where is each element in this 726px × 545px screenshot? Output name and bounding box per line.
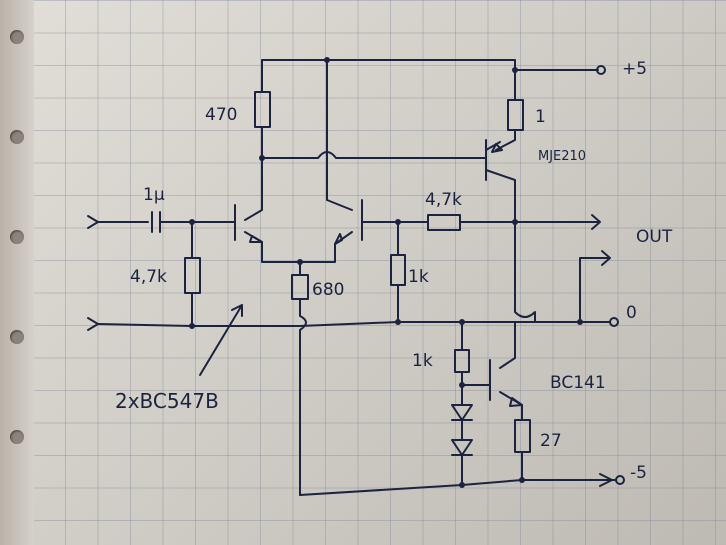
binding-hole [10, 330, 24, 344]
spiral-binding [0, 0, 34, 545]
label-pair: 2xBC547B [115, 389, 219, 413]
label-r47k-in: 4,7k [130, 267, 167, 287]
transistor-bc141 [489, 321, 523, 421]
label-out: OUT [636, 227, 673, 247]
label-q-mje: MJE210 [538, 149, 586, 164]
wire-top-rail [261, 57, 599, 201]
label-vplus: +5 [622, 59, 647, 79]
resistor-1k-bias [454, 349, 470, 373]
output-arrow [514, 214, 601, 230]
resistor-680 [291, 274, 309, 300]
label-r470: 470 [205, 105, 237, 125]
label-vminus: -5 [630, 463, 647, 483]
label-r47k-fb: 4,7k [425, 190, 462, 210]
binding-hole [10, 130, 24, 144]
wire-negative-rail [299, 473, 616, 496]
label-r680: 680 [312, 280, 344, 300]
capacitor-1u [151, 211, 193, 233]
binding-hole [10, 230, 24, 244]
label-r1: 1 [535, 107, 546, 127]
terminal-ground [609, 317, 619, 327]
output-return-arrow [579, 250, 611, 323]
resistor-1k-feedback [390, 254, 406, 286]
diode-lower [451, 439, 473, 456]
wire-ground [87, 317, 611, 331]
transistor-mje210 [477, 139, 516, 223]
diode-upper [451, 404, 473, 421]
binding-hole [10, 30, 24, 44]
terminal-plus5 [596, 65, 606, 75]
binding-hole [10, 430, 24, 444]
resistor-27 [514, 419, 531, 453]
label-r1k-bias: 1k [412, 351, 433, 371]
input-signal [87, 215, 149, 229]
pointer-pair [199, 304, 243, 376]
label-cap: 1µ [143, 185, 165, 205]
label-q-bc141: BC141 [550, 373, 606, 393]
label-r1k-fb: 1k [408, 267, 429, 287]
resistor-4k7-feedback [427, 214, 461, 231]
wire-to-mje-base [261, 151, 479, 159]
transistor-pair-left [191, 157, 301, 263]
resistor-1 [507, 99, 524, 131]
label-ground: 0 [626, 303, 637, 323]
transistor-pair-right [299, 199, 399, 263]
terminal-minus5 [615, 475, 625, 485]
resistor-4k7-input [184, 257, 201, 294]
label-r27: 27 [540, 431, 562, 451]
resistor-470 [254, 91, 271, 128]
